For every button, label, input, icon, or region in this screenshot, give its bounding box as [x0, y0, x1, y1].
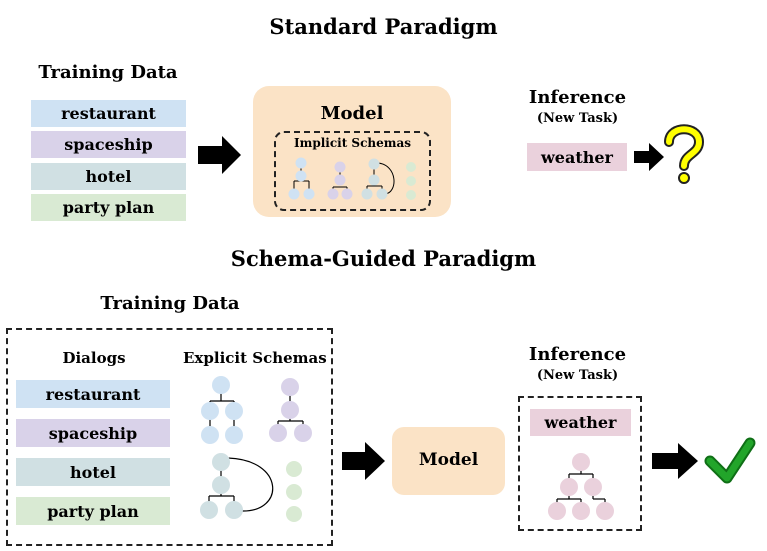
standard-domain-restaurant: restaurant	[31, 100, 186, 127]
implicit-schemas-box	[274, 131, 431, 211]
standard-domain-hotel: hotel	[31, 163, 186, 190]
dialog-domain-hotel: hotel	[16, 458, 170, 486]
implicit-tree-green	[406, 162, 416, 200]
standard-model-label: Model	[320, 103, 384, 124]
training-data-box	[6, 328, 333, 546]
schema-guided-new-task-weather: weather	[530, 409, 631, 436]
implicit-tree-blue	[288, 157, 315, 200]
standard-new-task-weather: weather	[527, 143, 627, 171]
standard-training-data-heading: Training Data	[38, 62, 178, 83]
dialog-domain-restaurant: restaurant	[16, 380, 170, 408]
standard-domain-spaceship: spaceship	[31, 131, 186, 158]
standard-paradigm-title: Standard Paradigm	[269, 14, 498, 39]
standard-inference-subheading: (New Task)	[536, 111, 619, 126]
standard-inference-heading: Inference	[528, 87, 627, 108]
implicit-tree-purple	[327, 161, 353, 200]
implicit-schemas-label: Implicit Schemas	[294, 136, 411, 150]
schema-guided-training-data-heading: Training Data	[100, 293, 240, 314]
schema-guided-model-box	[392, 427, 505, 495]
implicit-tree-teal	[361, 158, 395, 200]
dialogs-heading: Dialogs	[62, 349, 126, 367]
schema-guided-paradigm-title: Schema-Guided Paradigm	[230, 246, 537, 271]
schema-guided-model-label: Model	[418, 450, 479, 470]
standard-domain-party-plan: party plan	[31, 194, 186, 221]
dialog-domain-party-plan: party plan	[16, 497, 170, 525]
inference-box	[518, 396, 642, 531]
explicit-tree-green	[286, 461, 302, 522]
dialog-domain-spaceship: spaceship	[16, 419, 170, 447]
schema-guided-inference-subheading: (New Task)	[536, 368, 619, 383]
explicit-schemas-heading: Explicit Schemas	[183, 349, 327, 367]
schema-guided-inference-heading: Inference	[528, 344, 627, 365]
